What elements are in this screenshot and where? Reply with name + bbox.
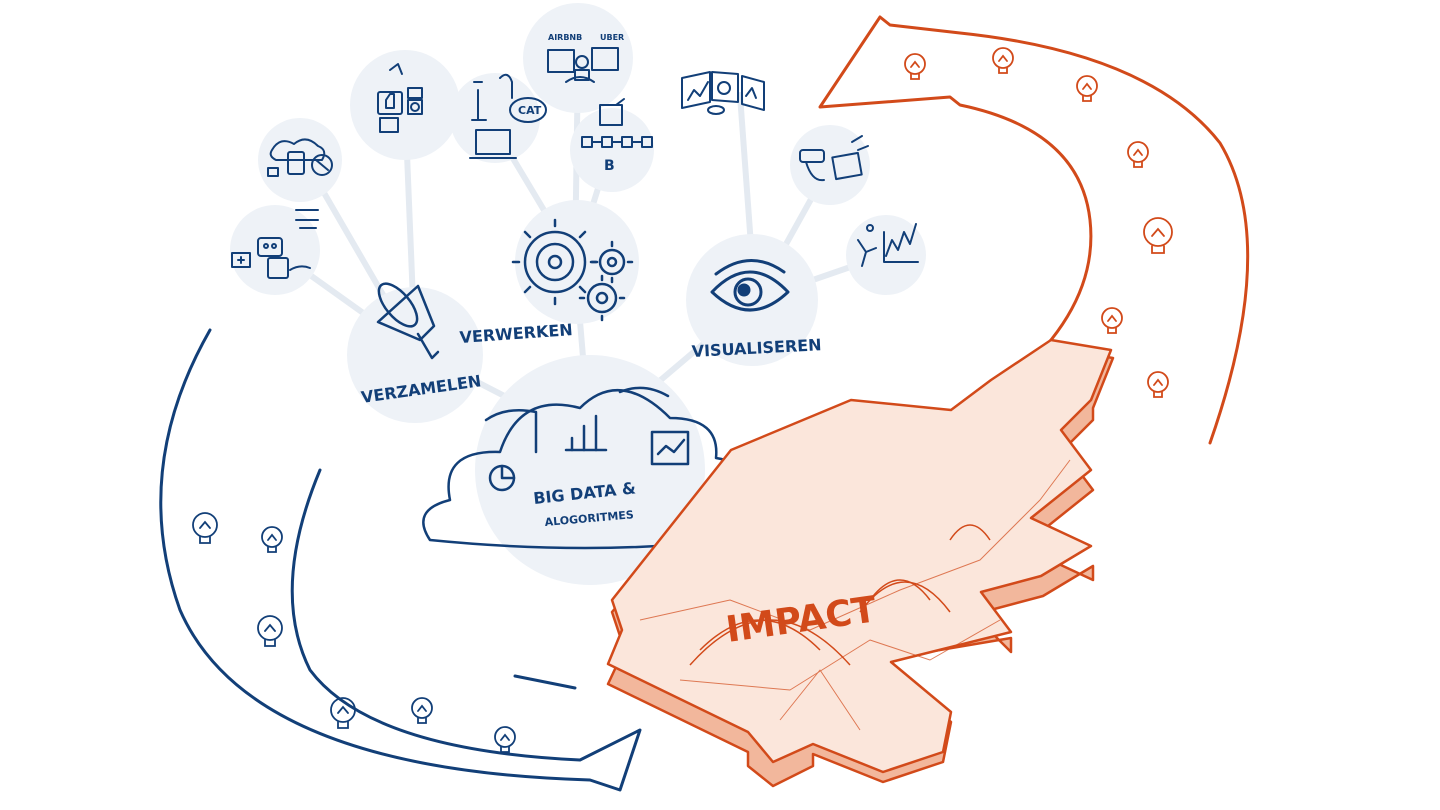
- sensor-devices-icon: [267, 138, 333, 177]
- robot-icon: [231, 209, 319, 279]
- chess-laptop-icon: [469, 73, 547, 159]
- puzzle-piece-icon: [606, 338, 1115, 788]
- gear-icon: [511, 218, 634, 322]
- bubble-doodles: [231, 47, 919, 597]
- blockchain-icon: [581, 98, 653, 148]
- lightbulb-icon: [1143, 217, 1173, 254]
- lightbulb-icon: [411, 697, 433, 724]
- funnel-icon: [376, 282, 440, 360]
- lightbulb-icon: [330, 697, 356, 729]
- bubble-visualiseren: [686, 234, 818, 366]
- lightbulbs-orange: [904, 47, 1173, 398]
- label-airbnb: AIRBNB: [548, 33, 582, 42]
- lightbulb-icon: [992, 47, 1014, 74]
- lightbulbs-blue: [192, 512, 516, 753]
- bubble-chess: [450, 73, 540, 163]
- bubble-verwerken: [515, 200, 639, 324]
- lightbulb-icon: [1127, 141, 1149, 168]
- label-cat: CAT: [518, 104, 542, 117]
- blue-feedback-arrow: [159, 328, 642, 792]
- orange-feedback-arrow: [818, 15, 1250, 445]
- lightbulb-icon: [1076, 75, 1098, 102]
- social-media-icon: [377, 63, 423, 133]
- lightbulb-icon: [494, 726, 516, 753]
- lightbulb-icon: [1147, 371, 1169, 398]
- bubble-verzamelen: [347, 287, 483, 423]
- lightbulb-icon: [904, 53, 926, 80]
- lightbulb-icon: [261, 526, 283, 553]
- bubble-dashboards: [790, 125, 870, 205]
- eye-icon: [710, 259, 790, 312]
- label-bitcoin: B: [604, 158, 615, 174]
- vr-person-icon: [799, 135, 869, 182]
- platform-economy-icon: [547, 47, 619, 83]
- bubble-robot: [230, 205, 320, 295]
- bubble-social: [350, 50, 460, 160]
- analytics-chart-icon: [857, 223, 919, 267]
- dashboard-charts-icon: [681, 71, 765, 115]
- lightbulb-icon: [192, 512, 218, 544]
- label-uber: UBER: [600, 33, 624, 42]
- label-verwerken: VERWERKEN: [459, 320, 573, 347]
- lightbulb-icon: [257, 615, 283, 647]
- lightbulb-icon: [1101, 307, 1123, 334]
- bubble-blockchain: [570, 108, 654, 192]
